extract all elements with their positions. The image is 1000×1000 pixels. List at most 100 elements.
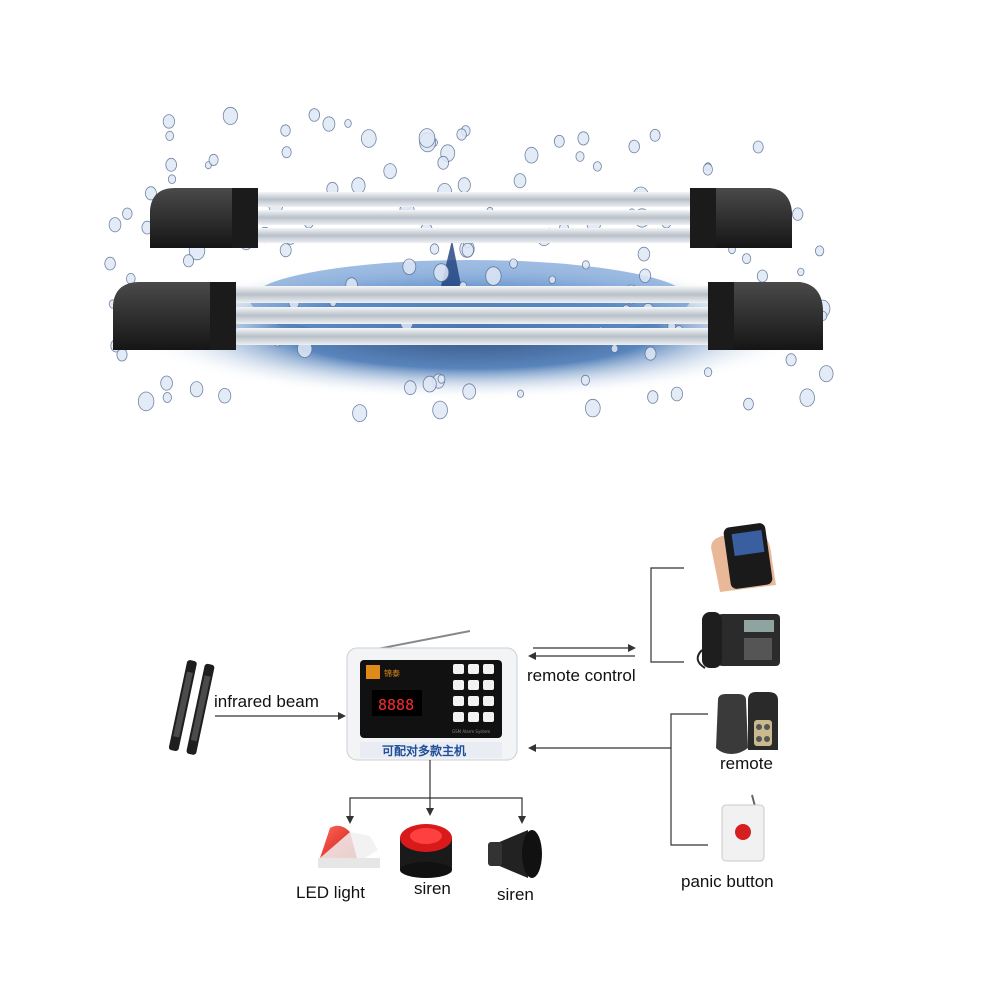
water-droplet bbox=[218, 388, 232, 404]
water-droplet bbox=[819, 365, 834, 383]
water-droplet bbox=[116, 348, 128, 362]
water-droplet bbox=[741, 253, 752, 265]
keypad-key bbox=[468, 696, 479, 706]
water-droplet bbox=[485, 266, 502, 286]
mobile-phone-icon bbox=[711, 523, 776, 592]
water-droplet bbox=[785, 353, 797, 367]
keypad-key bbox=[468, 664, 479, 674]
keypad-key bbox=[453, 712, 464, 722]
bracket-remote-panic bbox=[670, 713, 708, 846]
panel-brand: 锦泰 bbox=[384, 668, 400, 678]
water-droplet bbox=[437, 374, 446, 384]
led-light-icon bbox=[318, 825, 380, 868]
water-droplet bbox=[404, 380, 417, 396]
water-droplet bbox=[182, 254, 194, 268]
keypad-key bbox=[468, 680, 479, 690]
key-fob-remote-icon bbox=[716, 692, 778, 754]
water-droplet bbox=[639, 268, 652, 284]
water-droplet bbox=[575, 151, 585, 162]
water-droplet bbox=[792, 207, 804, 221]
label-remote: remote bbox=[720, 754, 773, 773]
label-led-light: LED light bbox=[296, 883, 365, 902]
water-droplet bbox=[524, 146, 539, 164]
water-droplet bbox=[160, 375, 173, 391]
water-droplet bbox=[743, 397, 754, 411]
panel-caption: 可配对多款主机 bbox=[382, 743, 466, 758]
water-droplet bbox=[799, 388, 815, 407]
water-droplet bbox=[104, 256, 116, 271]
water-droplet bbox=[308, 108, 321, 122]
arrow-remote-control-to-panel bbox=[528, 652, 635, 660]
desk-telephone-icon bbox=[696, 612, 780, 669]
water-droplet bbox=[165, 130, 175, 141]
label-siren-2: siren bbox=[497, 885, 534, 904]
water-droplet bbox=[383, 163, 397, 180]
beam-bar-top bbox=[150, 188, 792, 248]
arrow-panel-to-outputs bbox=[346, 760, 526, 824]
water-droplet bbox=[553, 134, 565, 148]
water-droplet bbox=[352, 404, 368, 423]
water-droplet bbox=[162, 114, 175, 129]
water-droplet bbox=[797, 267, 805, 277]
water-droplet bbox=[577, 131, 590, 146]
water-droplet bbox=[433, 263, 450, 282]
arrow-remote-to-panel bbox=[528, 744, 671, 752]
water-droplet bbox=[670, 386, 684, 402]
infrared-beam-icon bbox=[168, 660, 215, 755]
water-droplet bbox=[429, 243, 440, 255]
water-droplet bbox=[422, 375, 437, 393]
water-droplet bbox=[582, 260, 590, 270]
water-droplet bbox=[402, 258, 417, 276]
water-droplet bbox=[189, 381, 204, 398]
water-droplet bbox=[593, 161, 602, 172]
water-droplet bbox=[144, 186, 157, 201]
water-droplet bbox=[580, 374, 590, 386]
water-droplet bbox=[517, 389, 525, 398]
water-droplet bbox=[456, 128, 467, 141]
panel-keypad bbox=[453, 664, 494, 722]
label-remote-control: remote control bbox=[527, 666, 636, 685]
water-droplet bbox=[462, 383, 477, 400]
keypad-key bbox=[483, 680, 494, 690]
water-droplet bbox=[122, 207, 133, 220]
water-droplet bbox=[647, 390, 659, 404]
water-droplet bbox=[280, 124, 291, 137]
water-droplet bbox=[814, 245, 825, 257]
water-droplet bbox=[584, 398, 601, 418]
arrow-panel-to-remote-control bbox=[533, 644, 636, 652]
siren-drum-icon bbox=[400, 824, 452, 878]
water-droplet bbox=[548, 275, 556, 285]
water-droplet bbox=[108, 217, 122, 233]
water-droplet bbox=[279, 243, 292, 258]
water-droplet bbox=[703, 367, 713, 378]
water-droplet bbox=[637, 246, 651, 262]
panel-model-text: GSM Alarm System bbox=[452, 729, 490, 734]
water-droplet bbox=[165, 157, 178, 172]
water-droplet bbox=[610, 344, 619, 354]
keypad-key bbox=[468, 712, 479, 722]
water-droplet bbox=[222, 106, 238, 125]
water-droplet bbox=[351, 177, 366, 195]
water-droplet bbox=[437, 155, 450, 170]
panic-button-icon bbox=[721, 794, 765, 862]
keypad-key bbox=[483, 712, 494, 722]
keypad-key bbox=[453, 696, 464, 706]
label-panic-button: panic button bbox=[681, 872, 774, 891]
water-droplet bbox=[137, 391, 155, 412]
water-droplet bbox=[322, 116, 336, 132]
display-screen bbox=[372, 690, 422, 716]
water-droplet bbox=[418, 128, 436, 148]
label-infrared-beam: infrared beam bbox=[214, 692, 319, 711]
keypad-key bbox=[453, 680, 464, 690]
siren-horn-icon bbox=[488, 830, 542, 878]
water-droplet bbox=[756, 269, 768, 283]
water-droplet bbox=[649, 128, 661, 142]
label-siren-1: siren bbox=[414, 879, 451, 898]
water-droplet bbox=[461, 242, 474, 258]
water-droplet bbox=[644, 346, 657, 361]
keypad-key bbox=[483, 664, 494, 674]
panel-display-digits: 8888 bbox=[378, 696, 414, 714]
water-droplet bbox=[513, 173, 527, 189]
brand-logo-icon bbox=[366, 665, 380, 679]
bracket-phones bbox=[650, 567, 684, 663]
